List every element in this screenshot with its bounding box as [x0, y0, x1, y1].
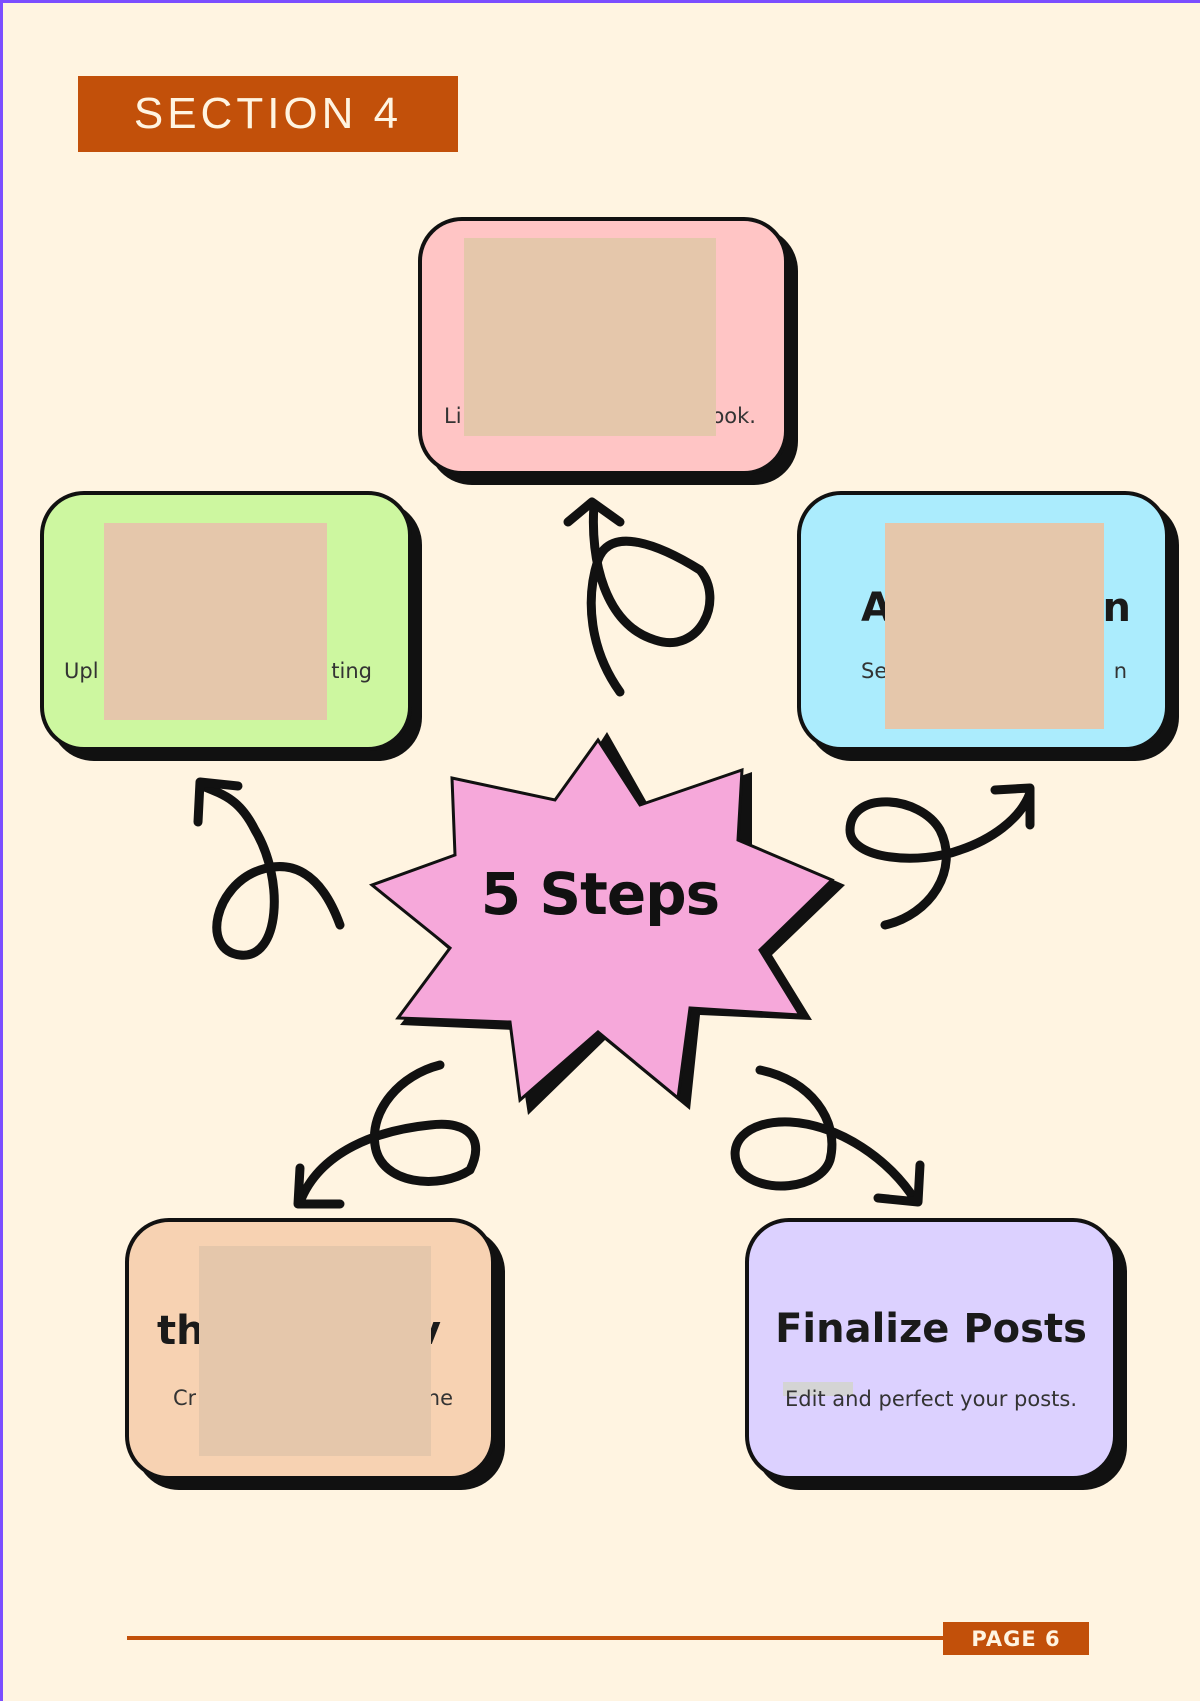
- footer-rule: [127, 1636, 947, 1640]
- card-bottom-left-redaction: [199, 1246, 431, 1456]
- card-left-desc-end: ting: [331, 659, 372, 683]
- card-bottom-right[interactable]: Finalize Posts Edit and perfect your pos…: [745, 1218, 1117, 1480]
- card-bottom-right-desc: Edit and perfect your posts.: [784, 1387, 1078, 1411]
- arrowhead-bottom-right: [873, 1160, 925, 1207]
- card-right-desc-start: Se: [861, 659, 888, 683]
- arrow-to-bottom-right-card: [730, 1065, 920, 1205]
- card-top-desc-start: Li: [444, 404, 462, 428]
- arrow-to-right-card: [845, 788, 1035, 930]
- card-bottom-right-highlight: [783, 1382, 853, 1396]
- card-bottom-left-title-start: th: [157, 1308, 205, 1354]
- card-right[interactable]: A n Se n: [797, 491, 1169, 751]
- card-right-title-end: n: [1102, 585, 1131, 631]
- card-left-redaction: [104, 523, 327, 720]
- card-bottom-left[interactable]: th v Cr he: [125, 1218, 495, 1480]
- starburst: [368, 737, 835, 1103]
- arrow-to-bottom-left-card: [295, 1060, 481, 1207]
- arrowhead-top: [563, 497, 625, 527]
- card-top-desc-end: ook.: [711, 404, 756, 428]
- arrowhead-left: [193, 777, 243, 827]
- card-right-desc-end: n: [1113, 659, 1127, 683]
- section-badge: SECTION 4: [78, 76, 458, 152]
- card-right-redaction: [885, 523, 1104, 729]
- card-left-desc-start: Upl: [64, 659, 99, 683]
- card-top-redaction: [464, 238, 716, 436]
- arrow-to-left-card: [195, 780, 345, 960]
- center-label: 5 Steps: [480, 860, 720, 928]
- page-number-badge: PAGE 6: [943, 1622, 1089, 1655]
- card-bottom-left-desc-start: Cr: [173, 1386, 197, 1410]
- card-bottom-right-title: Finalize Posts: [775, 1306, 1087, 1352]
- card-bottom-left-desc-end: he: [426, 1386, 453, 1410]
- arrowhead-right: [990, 783, 1035, 830]
- card-top[interactable]: Li ook.: [418, 217, 788, 475]
- arrowhead-bottom-left: [293, 1163, 345, 1209]
- card-left[interactable]: Upl ting: [40, 491, 412, 751]
- arrow-to-top-card: [586, 500, 715, 697]
